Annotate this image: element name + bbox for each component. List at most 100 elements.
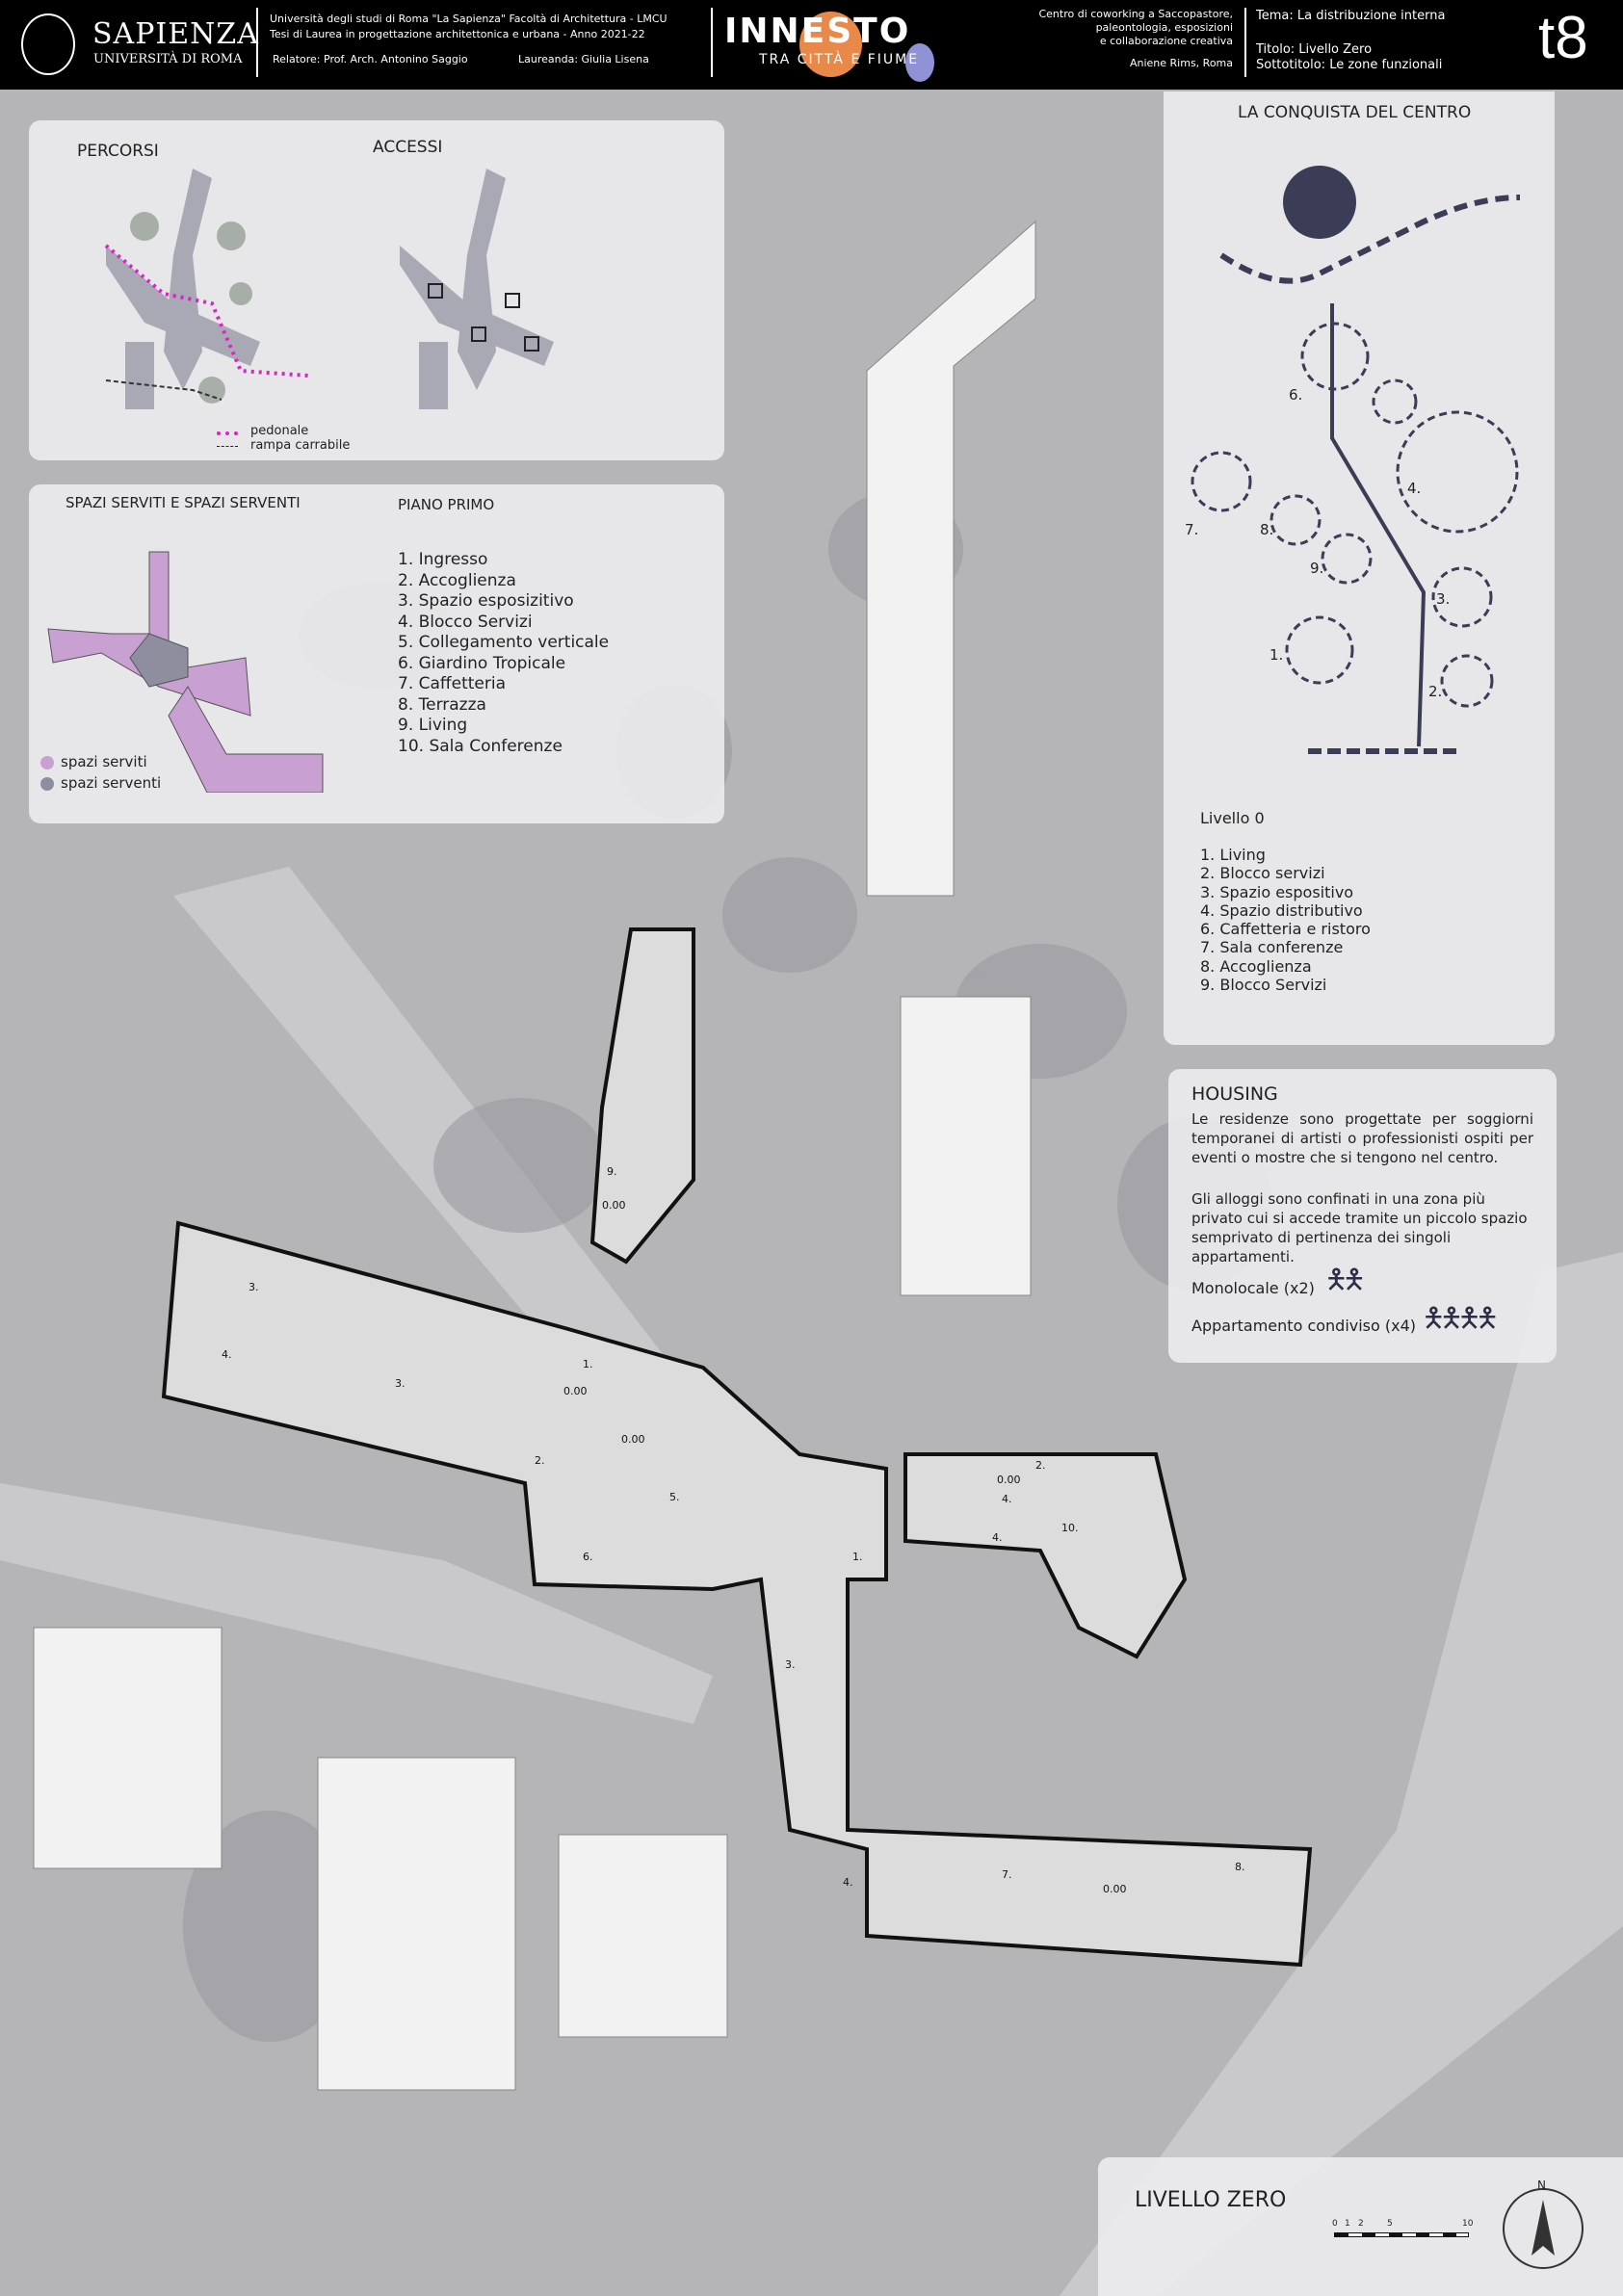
list-item: 1. Living xyxy=(1200,846,1266,864)
svg-text:4.: 4. xyxy=(222,1348,232,1361)
legend-rampa: rampa carrabile xyxy=(250,438,351,453)
svg-text:2.: 2. xyxy=(1428,683,1442,700)
svg-text:3.: 3. xyxy=(1436,590,1450,608)
sottotitolo: Sottotitolo: Le zone funzionali xyxy=(1256,58,1443,72)
svg-text:8.: 8. xyxy=(1235,1861,1245,1873)
svg-text:0.00: 0.00 xyxy=(997,1474,1021,1486)
svg-text:2.: 2. xyxy=(1035,1459,1046,1472)
list-item: 4. Spazio distributivo xyxy=(1200,900,1363,920)
titolo: Titolo: Livello Zero xyxy=(1256,42,1373,57)
housing-panel: HOUSING Le residenze sono progettate per… xyxy=(1168,1069,1557,1363)
logo-blue-circle xyxy=(905,43,934,82)
list-item: 9. Living xyxy=(398,716,468,735)
spazi-panel: SPAZI SERVITI E SPAZI SERVENTI spazi ser… xyxy=(29,484,724,823)
list-item: 8. Accoglienza xyxy=(1200,956,1312,976)
legend-serviti: spazi serviti xyxy=(61,753,147,770)
rampa-legend-icon xyxy=(217,446,238,447)
appartamento-people-icon: 🯅🯅🯅🯅 xyxy=(1422,1302,1500,1334)
project-line: paleontologia, esposizioni xyxy=(1095,21,1233,34)
monolocale-people-icon: 🯅🯅 xyxy=(1324,1264,1366,1295)
svg-text:3.: 3. xyxy=(395,1377,406,1390)
logo-sub: TRA CITTÀ E FIUME xyxy=(759,52,920,67)
svg-text:0.00: 0.00 xyxy=(621,1433,645,1446)
north-label: N xyxy=(1537,2179,1546,2192)
svg-text:6.: 6. xyxy=(583,1551,593,1563)
list-item: 2. Accoglienza xyxy=(398,570,516,590)
svg-text:4.: 4. xyxy=(843,1876,853,1889)
accessi-diagram xyxy=(400,169,554,409)
accessi-title: ACCESSI xyxy=(373,138,443,157)
list-item: 2. Blocco servizi xyxy=(1200,864,1325,883)
svg-text:10.: 10. xyxy=(1061,1522,1079,1534)
tema: Tema: La distribuzione interna xyxy=(1256,9,1446,23)
svg-text:0.00: 0.00 xyxy=(1103,1883,1127,1895)
list-item: 8. Terrazza xyxy=(398,694,486,715)
university-sub: Università di Roma xyxy=(93,52,243,66)
scale-label: 2 xyxy=(1358,2219,1364,2229)
project-line: Centro di coworking a Saccopastore, xyxy=(1038,8,1233,20)
footer-panel: LIVELLO ZERO 0 1 2 5 10 N xyxy=(1098,2157,1623,2296)
university-name: Sapienza xyxy=(92,17,259,51)
list-item: 3. Spazio esposizitivo xyxy=(398,591,574,611)
thesis-line: Tesi di Laurea in progettazione architet… xyxy=(270,28,645,40)
svg-text:8.: 8. xyxy=(1260,521,1273,538)
project-location: Aniene Rims, Roma xyxy=(1129,57,1233,69)
list-item: 4. Blocco Servizi xyxy=(398,612,533,632)
list-item: 1. Ingresso xyxy=(398,550,488,569)
serventi-swatch xyxy=(40,777,54,791)
housing-text-1: Le residenze sono progettate per soggior… xyxy=(1191,1110,1533,1166)
piano-primo-title: PIANO PRIMO xyxy=(398,496,495,513)
svg-text:4.: 4. xyxy=(1407,480,1421,497)
list-item: 10. Sala Conferenze xyxy=(398,736,563,756)
sapienza-seal-icon xyxy=(21,13,75,75)
svg-text:9.: 9. xyxy=(607,1165,617,1178)
percorsi-panel: PERCORSI ACCESSI pedonale rampa carrabil… xyxy=(29,120,724,460)
list-item: 7. Caffetteria xyxy=(398,674,507,693)
serviti-swatch xyxy=(40,756,54,770)
svg-text:6.: 6. xyxy=(1289,386,1302,404)
scale-label: 5 xyxy=(1387,2219,1393,2229)
list-item: 9. Blocco Servizi xyxy=(1200,976,1327,995)
livello-title: Livello 0 xyxy=(1200,809,1265,827)
svg-text:7.: 7. xyxy=(1185,521,1198,538)
laureanda: Laureanda: Giulia Lisena xyxy=(518,53,649,65)
svg-text:1.: 1. xyxy=(583,1358,593,1370)
north-arrow-icon xyxy=(1503,2188,1584,2269)
pedonale-legend-icon xyxy=(217,431,238,435)
faculty-line: Università degli studi di Roma "La Sapie… xyxy=(270,13,668,25)
board-number: t8 xyxy=(1538,5,1588,71)
svg-text:1.: 1. xyxy=(852,1551,863,1563)
svg-text:3.: 3. xyxy=(249,1281,259,1293)
svg-text:2.: 2. xyxy=(535,1454,545,1467)
conquista-panel: LA CONQUISTA DEL CENTRO 6. 7. 8. 9. 1. 2. 3… xyxy=(1164,91,1555,1045)
housing-text-2: Gli alloggi sono confinati in una zona p… xyxy=(1191,1190,1528,1265)
percorsi-diagram xyxy=(104,169,309,409)
list-item: 7. Sala conferenze xyxy=(1200,938,1344,957)
logo-title: INNESTO xyxy=(724,12,911,51)
legend-pedonale: pedonale xyxy=(250,424,309,438)
relatore: Relatore: Prof. Arch. Antonino Saggio xyxy=(273,53,468,65)
logo-orange-circle xyxy=(799,12,862,77)
header: Sapienza Università di Roma Università d… xyxy=(0,0,1623,90)
scale-label: 0 xyxy=(1332,2219,1338,2229)
scale-label: 1 xyxy=(1345,2219,1350,2229)
svg-text:3.: 3. xyxy=(785,1658,796,1671)
svg-text:9.: 9. xyxy=(1310,560,1323,577)
svg-text:4.: 4. xyxy=(1002,1493,1012,1505)
conquista-diagram: 6. 7. 8. 9. 1. 2. 3. 4. xyxy=(1185,166,1521,754)
list-item: 6. Caffetteria e ristoro xyxy=(1200,920,1371,939)
appartamento-label: Appartamento condiviso (x4) xyxy=(1191,1317,1417,1335)
svg-text:1.: 1. xyxy=(1270,646,1283,664)
spazi-title: SPAZI SERVITI E SPAZI SERVENTI xyxy=(65,494,301,511)
svg-text:7.: 7. xyxy=(1002,1868,1012,1881)
list-item: 5. Collegamento verticale xyxy=(398,633,610,652)
conquista-title: LA CONQUISTA DEL CENTRO xyxy=(1238,103,1472,122)
housing-title: HOUSING xyxy=(1191,1083,1278,1105)
monolocale-label: Monolocale (x2) xyxy=(1191,1279,1315,1297)
scale-bar xyxy=(1334,2232,1469,2237)
spazi-diagram xyxy=(47,551,324,793)
list-item: 3. Spazio espositivo xyxy=(1200,882,1354,901)
svg-text:0.00: 0.00 xyxy=(602,1199,626,1212)
